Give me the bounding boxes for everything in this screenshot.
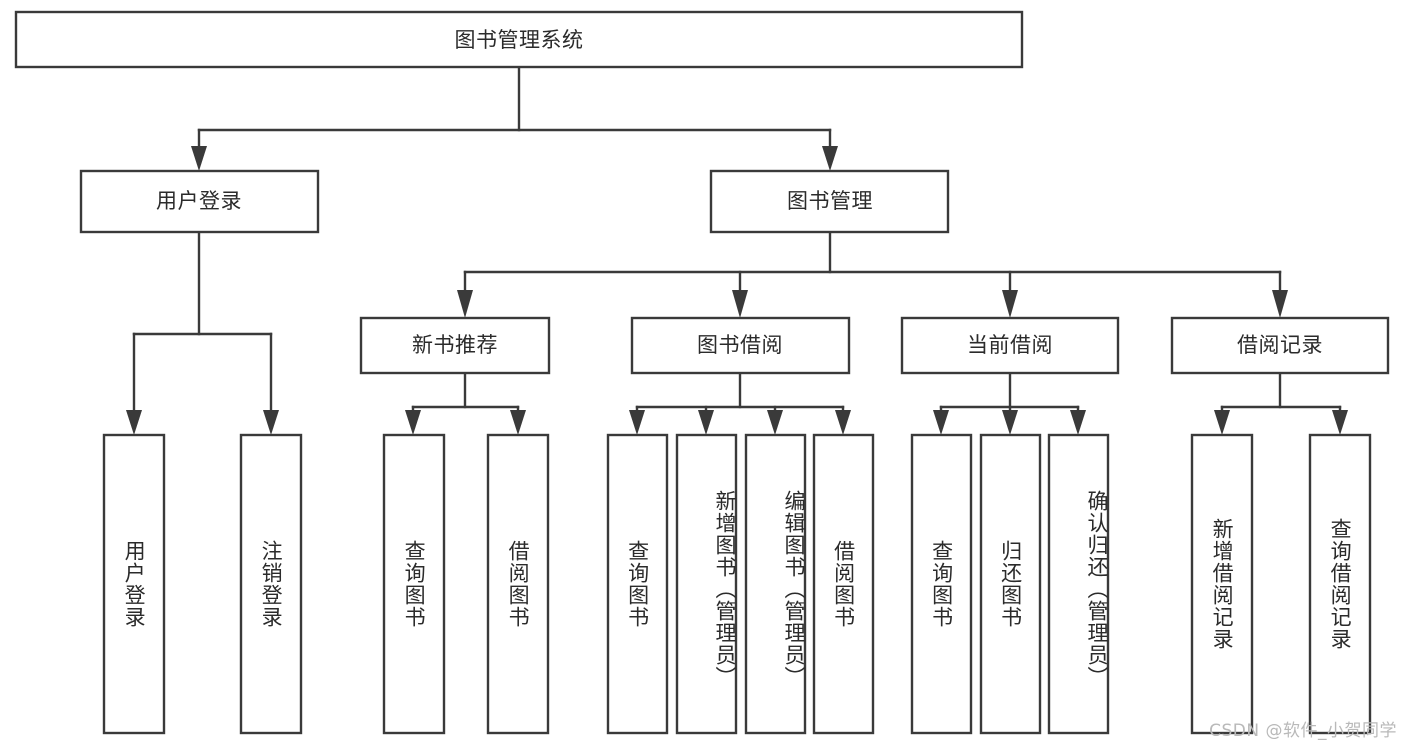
node-box-leaf-bookborrow-query[interactable] — [606, 433, 669, 735]
arrow-head-currentborrow-leaf-3 — [1070, 410, 1086, 435]
arrow-head-newbook-leaf-2 — [510, 410, 526, 435]
node-box-user-login[interactable] — [79, 169, 320, 234]
arrow-head-book-borrow — [732, 290, 748, 318]
arrow-head-bookborrow-leaf-3 — [767, 410, 783, 435]
arrow-head-currentborrow-leaf-2 — [1002, 410, 1018, 435]
connector-layer — [126, 65, 1348, 435]
node-box-leaf-currentborrow-confirm[interactable] — [1047, 433, 1110, 735]
node-layer: 图书管理系统 用户登录 图书管理 新书推荐 图书借阅 当前借阅 借阅记录 — [14, 10, 1390, 735]
arrow-head-borrowrecord-leaf-1 — [1214, 410, 1230, 435]
node-box-leaf-borrowrecord-add[interactable] — [1190, 433, 1254, 735]
arrow-head-bookborrow-leaf-4 — [835, 410, 851, 435]
node-box-leaf-bookborrow-borrow[interactable] — [812, 433, 875, 735]
arrow-head-currentborrow-leaf-1 — [933, 410, 949, 435]
arrow-head-newbook-leaf-1 — [405, 410, 421, 435]
node-box-leaf-user-login-logout[interactable] — [239, 433, 303, 735]
csdn-watermark: CSDN @软件_小贺同学 — [1209, 721, 1397, 741]
arrow-head-bookborrow-leaf-1 — [629, 410, 645, 435]
node-box-leaf-user-login-login[interactable] — [102, 433, 166, 735]
node-label-book-borrow: 图书借阅 — [697, 333, 783, 357]
node-label-system-title: 图书管理系统 — [455, 28, 584, 52]
node-box-book-borrow[interactable] — [630, 316, 851, 375]
arrow-head-book-manage — [822, 146, 838, 171]
node-label-borrow-record: 借阅记录 — [1237, 333, 1323, 357]
node-label-new-book-recommend: 新书推荐 — [412, 333, 498, 357]
node-box-leaf-borrowrecord-query[interactable] — [1308, 433, 1372, 735]
arrow-head-user-login — [191, 146, 207, 171]
node-label-current-borrow: 当前借阅 — [967, 333, 1053, 357]
node-box-book-manage[interactable] — [709, 169, 950, 234]
node-box-leaf-bookborrow-add[interactable] — [675, 433, 738, 735]
arrow-head-borrow-record — [1272, 290, 1288, 318]
arrow-head-bookborrow-leaf-2 — [698, 410, 714, 435]
node-box-new-book-recommend[interactable] — [359, 316, 551, 375]
node-label-book-manage: 图书管理 — [787, 189, 873, 213]
arrow-head-leaf-user-login-1 — [126, 410, 142, 435]
node-box-leaf-currentborrow-query[interactable] — [910, 433, 973, 735]
node-box-leaf-bookborrow-edit[interactable] — [744, 433, 807, 735]
node-box-leaf-currentborrow-return[interactable] — [979, 433, 1042, 735]
node-box-leaf-newbook-borrow[interactable] — [486, 433, 550, 735]
node-label-user-login: 用户登录 — [156, 189, 242, 213]
node-box-borrow-record[interactable] — [1170, 316, 1390, 375]
arrow-head-new-book — [457, 290, 473, 318]
node-box-leaf-newbook-query[interactable] — [382, 433, 446, 735]
arrow-head-leaf-user-login-2 — [263, 410, 279, 435]
node-box-current-borrow[interactable] — [900, 316, 1120, 375]
arrow-head-current-borrow — [1002, 290, 1018, 318]
node-box-system-title[interactable] — [14, 10, 1024, 69]
arrow-head-borrowrecord-leaf-2 — [1332, 410, 1348, 435]
